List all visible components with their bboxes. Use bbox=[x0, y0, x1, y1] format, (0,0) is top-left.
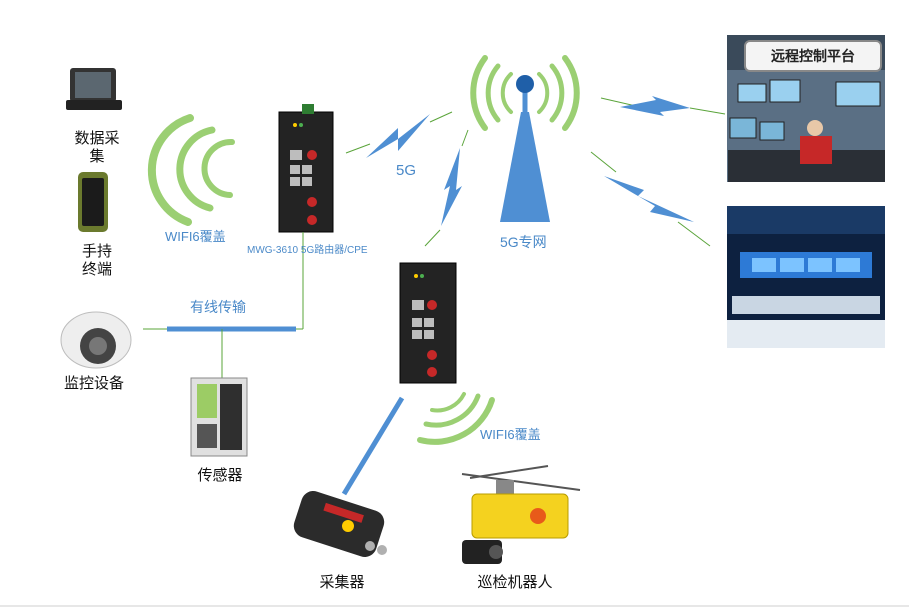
wifi-signal-icon-top bbox=[147, 114, 235, 226]
laptop-icon bbox=[66, 68, 122, 110]
label-5g: 5G bbox=[396, 162, 417, 179]
label-wired-transmission: 有线传输 bbox=[190, 299, 246, 315]
collector-link bbox=[341, 396, 405, 496]
router-device-middle-icon bbox=[399, 262, 457, 384]
label-monitor-device: 监控设备 bbox=[63, 375, 124, 392]
label-handheld-terminal: 手持 终端 bbox=[81, 243, 112, 278]
wireless-link-router-tower bbox=[345, 111, 453, 158]
label-sensor: 传感器 bbox=[197, 467, 243, 484]
collector-device-icon bbox=[293, 491, 387, 557]
label-router-model: MWG-3610 5G路由器/CPE bbox=[247, 245, 368, 256]
label-5g-private-network: 5G专网 bbox=[500, 234, 547, 250]
wifi-signal-icon-bottom bbox=[417, 392, 495, 445]
router-device-top-icon bbox=[278, 104, 334, 233]
dome-camera-icon bbox=[60, 311, 132, 369]
tower-icon bbox=[500, 75, 550, 222]
wireless-link-middle-tower bbox=[424, 129, 469, 247]
label-collector: 采集器 bbox=[319, 574, 365, 591]
wired-bus bbox=[143, 232, 304, 378]
inspection-robot-icon bbox=[461, 465, 581, 564]
wireless-link-tower-platform bbox=[600, 96, 726, 116]
label-wifi6-top: WIFI6覆盖 bbox=[165, 229, 226, 244]
label-remote-control-platform: 远程控制平台 bbox=[744, 40, 882, 72]
tower-signal-arcs bbox=[470, 55, 580, 131]
sensor-device-icon bbox=[190, 377, 248, 457]
label-inspection-robot: 巡检机器人 bbox=[477, 574, 553, 591]
remote-control-room-image bbox=[727, 35, 885, 182]
label-data-collect: 数据采 集 bbox=[74, 130, 120, 165]
control-center-image bbox=[727, 206, 885, 348]
wireless-link-tower-center bbox=[590, 151, 711, 247]
label-wifi6-bottom: WIFI6覆盖 bbox=[480, 427, 541, 442]
handheld-terminal-icon bbox=[78, 172, 108, 232]
